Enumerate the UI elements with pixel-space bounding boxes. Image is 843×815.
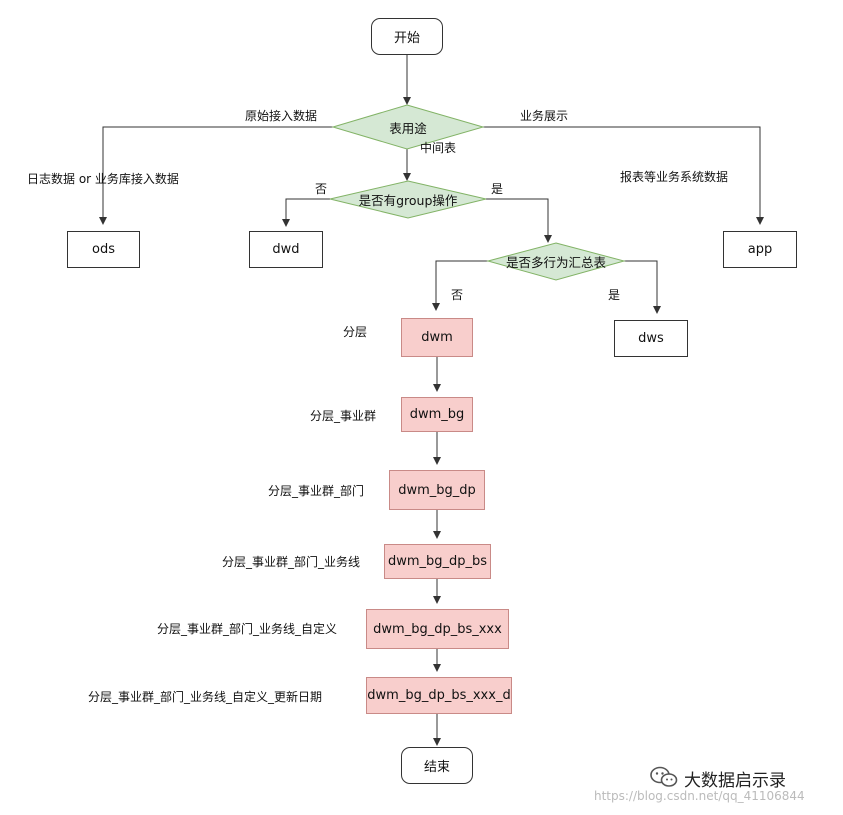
dws-node: dws (614, 320, 688, 357)
edge-label-report-systems: 报表等业务系统数据 (620, 170, 729, 184)
watermark-account: 大数据启示录 (684, 771, 786, 791)
dwm-bg-dp-bs-xxx-d-node: dwm_bg_dp_bs_xxx_d (366, 677, 512, 714)
edge-group-dwd (282, 198, 330, 227)
layer-label-4: 分层_事业群_部门_业务线 (222, 555, 361, 569)
edge-label-group-no: 否 (315, 182, 328, 196)
dwm-bg-dp-bs-xxx-node: dwm_bg_dp_bs_xxx (366, 609, 509, 649)
decision-multi-behavior (486, 242, 626, 281)
start-node: 开始 (371, 18, 443, 55)
decision-has-group-label: 是否有group操作 (358, 192, 458, 208)
edge-label-intermediate: 中间表 (420, 141, 457, 155)
edge-label-multi-yes: 是 (608, 288, 621, 302)
layer-label-5: 分层_事业群_部门_业务线_自定义 (157, 622, 338, 636)
edge-label-log-or-db: 日志数据 or 业务库接入数据 (27, 172, 179, 186)
edge-purpose-app (483, 126, 764, 225)
edge-label-multi-no: 否 (451, 288, 464, 302)
watermark-url: https://blog.csdn.net/qq_41106844 (594, 789, 805, 803)
edge-multi-dwm (432, 260, 488, 311)
layer-label-6: 分层_事业群_部门_业务线_自定义_更新日期 (88, 690, 323, 704)
edge-group-multi (486, 198, 552, 243)
edge-label-business-display: 业务展示 (520, 109, 569, 123)
dwm-bg-dp-node: dwm_bg_dp (389, 470, 485, 510)
layer-label-1: 分层 (343, 325, 368, 339)
edge-label-raw-access: 原始接入数据 (245, 109, 318, 123)
edge-multi-dws (624, 260, 661, 314)
dwm-bg-dp-bs-node: dwm_bg_dp_bs (384, 544, 491, 579)
app-node: app (723, 231, 797, 268)
layer-label-3: 分层_事业群_部门 (268, 484, 365, 498)
edge-purpose-ods (99, 126, 333, 225)
end-node: 结束 (401, 747, 473, 784)
decision-multi-behavior-label: 是否多行为汇总表 (505, 254, 606, 270)
decision-purpose-label: 表用途 (389, 120, 427, 136)
dwm-node: dwm (401, 318, 473, 357)
dwm-bg-node: dwm_bg (401, 397, 473, 432)
layer-label-2: 分层_事业群 (310, 409, 377, 423)
ods-node: ods (67, 231, 140, 268)
wechat-icon (650, 766, 678, 787)
decision-has-group (329, 180, 487, 219)
dwd-node: dwd (249, 231, 323, 268)
decision-purpose (331, 104, 485, 150)
edge-label-group-yes: 是 (491, 182, 504, 196)
